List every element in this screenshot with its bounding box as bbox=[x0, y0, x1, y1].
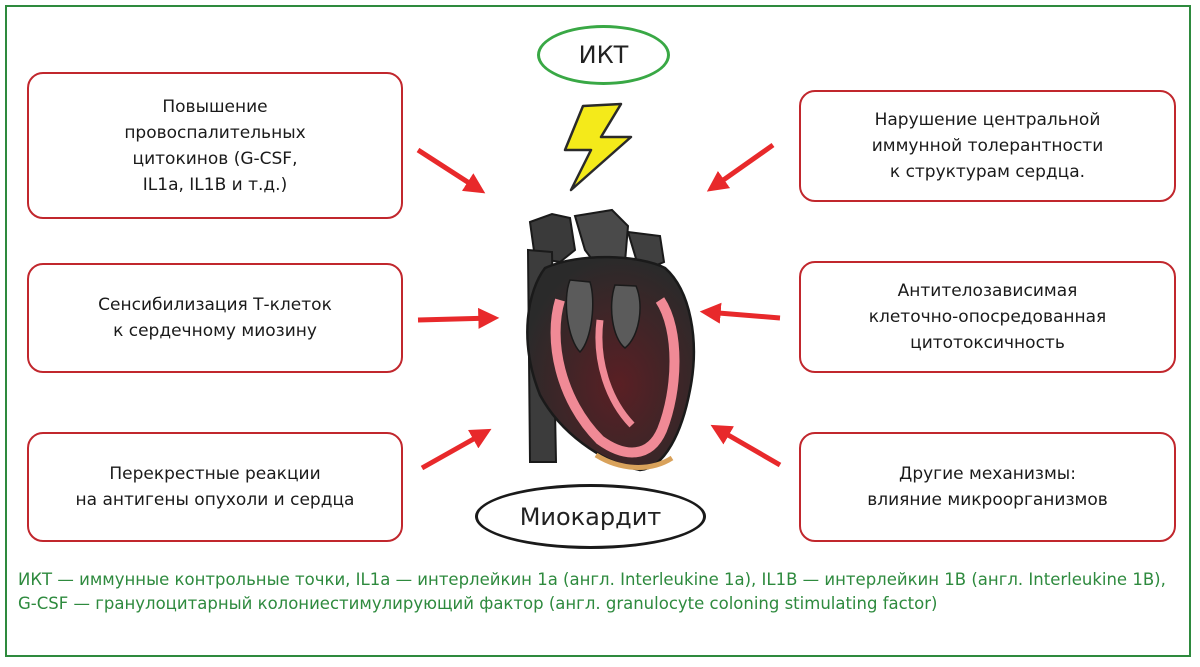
heart-illustration bbox=[526, 208, 696, 472]
other-mechanisms-box: Другие механизмы: влияние микроорганизмо… bbox=[799, 432, 1176, 542]
figure-frame bbox=[5, 5, 1191, 657]
arrow-from-adcc bbox=[699, 302, 781, 324]
arrow-from-tolerance bbox=[706, 142, 775, 192]
tolerance-disruption-box: Нарушение центральной иммунной толерантн… bbox=[799, 90, 1176, 202]
arrow-from-cytokines bbox=[416, 147, 486, 194]
abbreviations-footnote: ИКТ — иммунные контрольные точки, IL1a —… bbox=[18, 570, 1166, 613]
cross-reactions-box: Перекрестные реакции на антигены опухоли… bbox=[27, 432, 403, 542]
ikt-node: ИКТ bbox=[537, 25, 670, 85]
lightning-bolt-icon bbox=[563, 102, 633, 192]
arrow-from-tcells bbox=[417, 307, 500, 329]
myocarditis-node: Миокардит bbox=[475, 484, 706, 549]
adcc-box: Антителозависимая клеточно-опосредованна… bbox=[799, 261, 1176, 373]
tcell-sensitization-box: Сенсибилизация Т-клеток к сердечному мио… bbox=[27, 263, 403, 373]
arrow-from-other bbox=[710, 424, 782, 468]
arrow-from-cross-reactions bbox=[420, 428, 492, 471]
cytokines-box: Повышение провоспалительных цитокинов (G… bbox=[27, 72, 403, 219]
